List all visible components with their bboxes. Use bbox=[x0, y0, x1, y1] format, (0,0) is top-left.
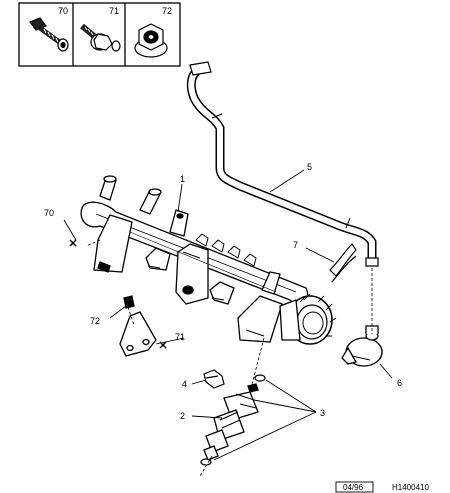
injector-clip bbox=[203, 369, 225, 389]
diagram-footer: 04/96 H1400410 bbox=[335, 481, 429, 493]
screw-icon bbox=[29, 17, 69, 52]
callout-6: 6 bbox=[397, 378, 402, 388]
fuel-rail bbox=[80, 175, 337, 345]
o-ring-seals bbox=[200, 374, 266, 466]
alignment-lines bbox=[85, 239, 373, 477]
callout-71: 71 bbox=[175, 332, 185, 342]
callout-3: 3 bbox=[320, 408, 325, 418]
legend-number-72: 72 bbox=[162, 6, 172, 16]
pressure-regulator bbox=[341, 325, 383, 367]
callout-70: 70 bbox=[44, 208, 54, 218]
callout-2: 2 bbox=[180, 411, 185, 421]
footer-date: 04/96 bbox=[343, 483, 364, 492]
footer-reference: H1400410 bbox=[392, 483, 429, 492]
bolt-washer-icon bbox=[80, 23, 121, 52]
screw-marker-70 bbox=[69, 239, 77, 247]
support-bracket bbox=[119, 295, 185, 357]
parts-legend: 70 71 72 bbox=[18, 2, 181, 67]
callout-4: 4 bbox=[182, 379, 187, 389]
leader-lines bbox=[63, 169, 393, 461]
fuel-injector bbox=[203, 383, 259, 461]
callout-72: 72 bbox=[90, 316, 100, 326]
legend-number-70: 70 bbox=[58, 6, 68, 16]
flange-nut-icon bbox=[134, 23, 168, 58]
callout-1: 1 bbox=[180, 174, 185, 184]
callout-labels: 1 2 3 4 5 6 7 70 71 72 bbox=[44, 162, 402, 421]
callout-5: 5 bbox=[307, 162, 312, 172]
hose-clip bbox=[329, 243, 357, 283]
fuel-return-hose bbox=[186, 61, 379, 267]
legend-number-71: 71 bbox=[109, 6, 119, 16]
callout-7: 7 bbox=[293, 240, 298, 250]
